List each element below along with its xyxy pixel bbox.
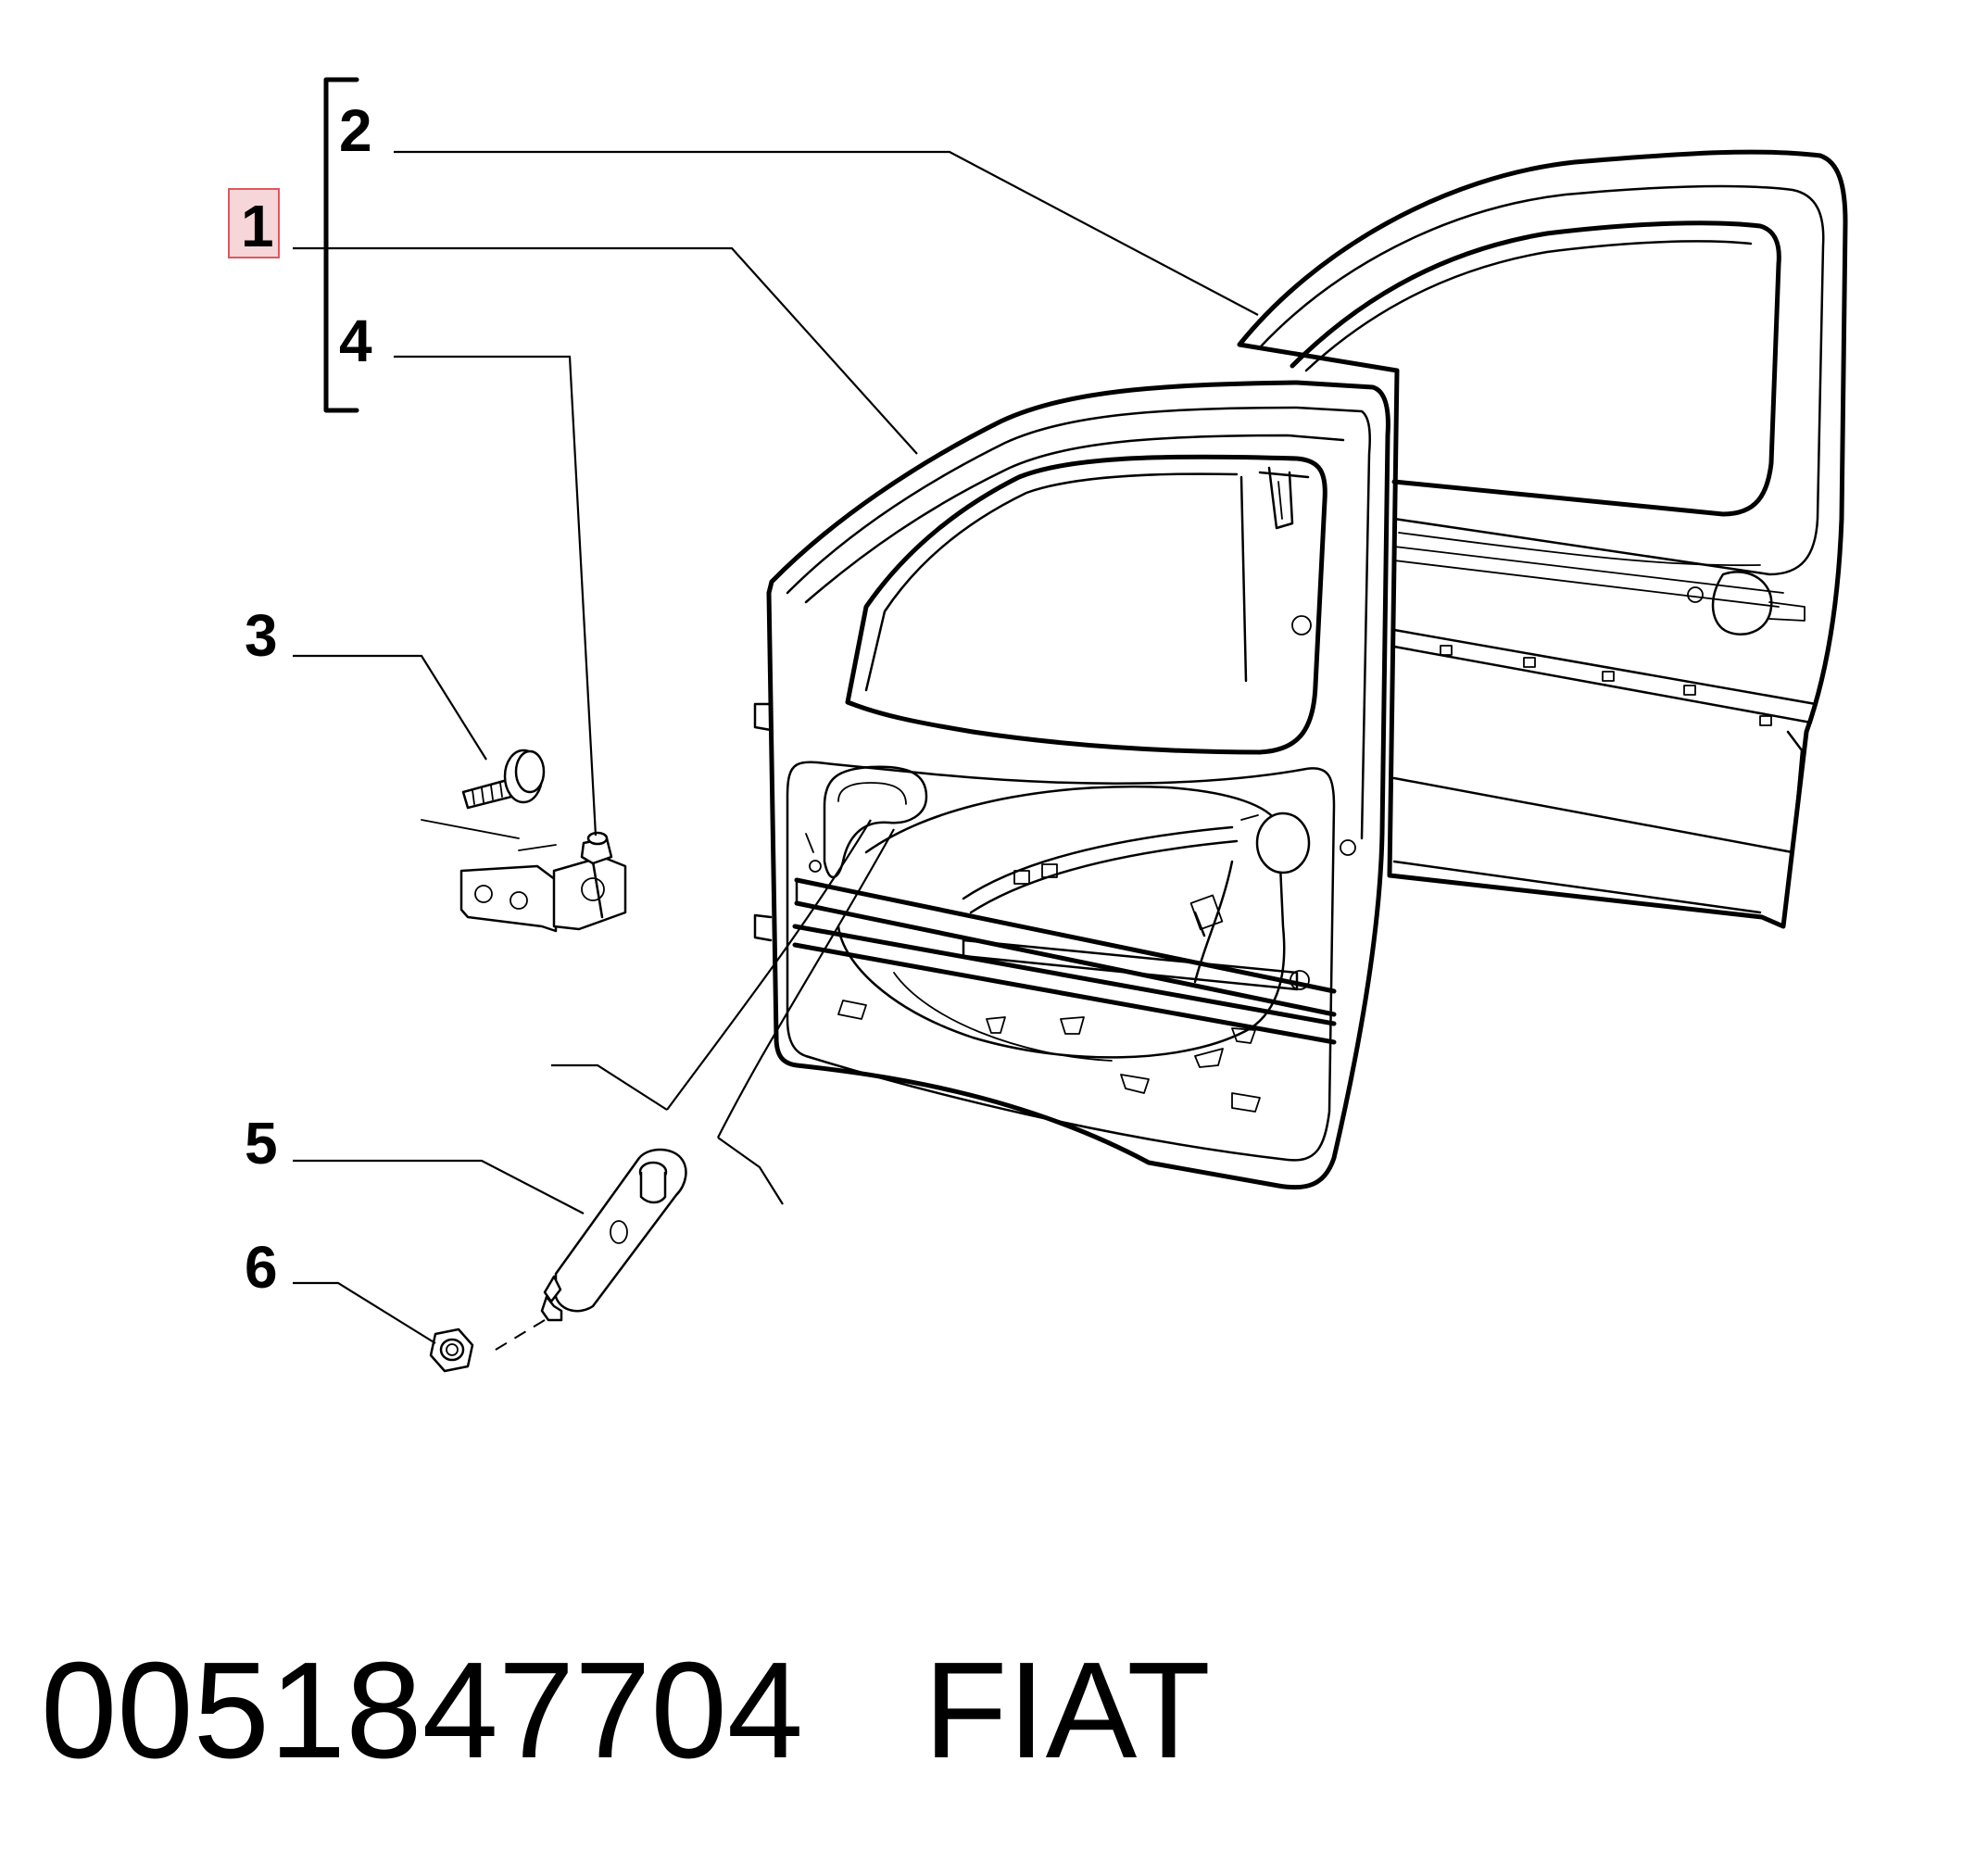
callout-4[interactable]: 4 xyxy=(339,308,372,374)
callout-labels: 1 2 3 4 5 6 xyxy=(228,97,372,1301)
rear-door-drawing xyxy=(1237,149,1848,929)
hinge-drawing xyxy=(421,749,627,933)
callout-6[interactable]: 6 xyxy=(245,1234,278,1301)
callout-3[interactable]: 3 xyxy=(245,602,278,669)
check-strap-drawing xyxy=(429,819,895,1373)
front-door-drawing xyxy=(753,380,1390,1190)
leader-lines xyxy=(293,77,1259,1344)
callout-2[interactable]: 2 xyxy=(339,97,372,164)
brand-name: FIAT xyxy=(924,1634,1211,1787)
part-number: 0051847704 xyxy=(41,1634,804,1787)
part-caption: 0051847704 FIAT xyxy=(41,1632,1211,1790)
callout-1-highlight xyxy=(228,188,280,258)
callout-1[interactable]: 1 xyxy=(241,193,274,259)
callout-5[interactable]: 5 xyxy=(245,1110,278,1176)
